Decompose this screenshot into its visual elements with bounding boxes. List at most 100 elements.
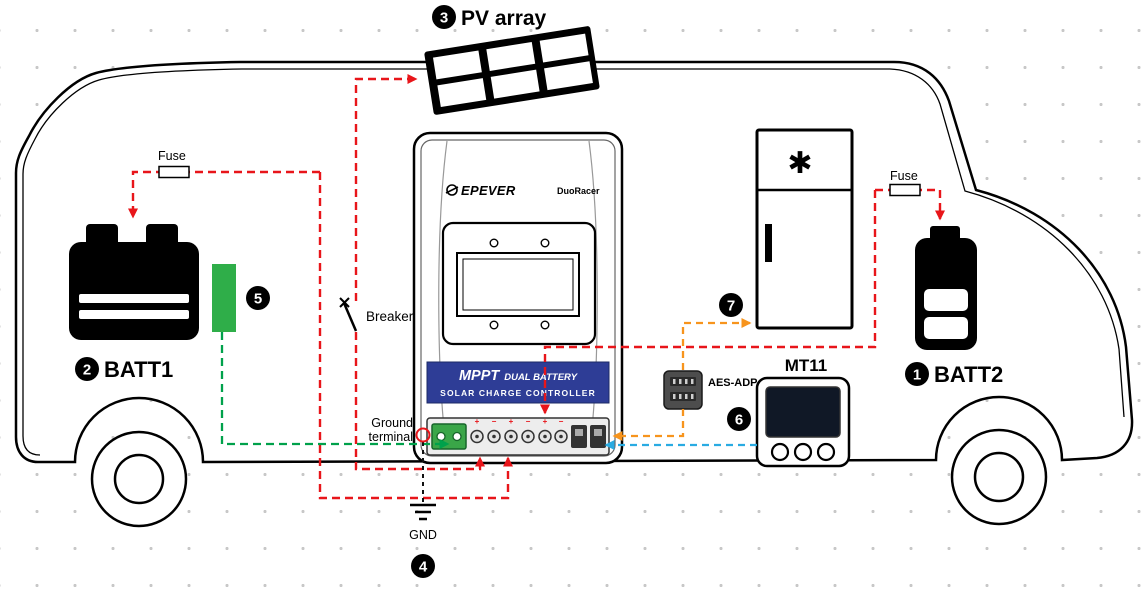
wire-pv-positive [354,74,418,301]
marker-2-circle [75,357,99,381]
terminal-strip [426,417,610,456]
terminal-screw-dot [492,434,496,439]
terminal-screw-dot [526,434,530,439]
battery1-icon: 2 BATT1 [69,224,199,382]
marker-4-number: 4 [419,559,428,576]
marker-1-number: 1 [913,367,921,384]
wire-batt2-to-battery [875,188,945,221]
wire-batt2-to-controller [540,190,877,415]
breaker-icon: Breaker [339,297,414,332]
epever-logo-swoosh [445,186,459,194]
terminal-screw-dot [559,434,563,439]
terminal-screw-dot [543,434,547,439]
battery1-stripe [79,294,189,303]
rj45-port-slot [594,429,602,436]
controller-brand: EPEVER [461,183,516,198]
mt11-label: MT11 [785,356,828,375]
mppt-band-subtitle: SOLAR CHARGE CONTROLLER [440,388,596,398]
marker-6-number: 6 [735,412,743,429]
lcd-screw [489,238,499,248]
aes-adp-label: AES-ADP [708,377,758,389]
aes-adp-pin [673,394,676,399]
fuse-right: Fuse [889,169,921,197]
fridge-body [755,128,854,330]
marker-1-circle [905,362,929,386]
battery1-label: BATT1 [104,357,173,382]
epever-logo-mark [446,184,458,196]
mt11-button [793,442,813,462]
aes-adp-body [663,370,703,410]
aes-adp-pin [679,379,682,384]
marker-6: 6 [727,407,751,431]
pv-cell [539,33,589,63]
terminal-block-hole [436,431,446,442]
fuse-right-label: Fuse [890,169,918,183]
breaker-label: Breaker [366,309,414,324]
aes-adp-module: AES-ADP [663,370,758,410]
snowflake-icon: ✱ [787,147,812,180]
ground-terminal-ring [415,427,431,443]
marker-3-circle [432,5,456,29]
controller-inner-border [420,139,616,457]
terminal-polarity-mark: + [509,417,514,426]
wire-pv-to-controller [354,332,485,471]
breaker-lever [342,302,358,332]
mt11-button [770,442,790,462]
relay-body [212,264,236,332]
pv-cell [432,50,482,80]
marker-7-circle [719,293,743,317]
terminal-block-hole [452,431,462,442]
mppt-band [426,361,610,404]
marker-7-number: 7 [727,298,735,315]
marker-3-number: 3 [440,10,448,27]
pv-cell [486,42,536,71]
rj45-port [590,425,606,448]
wire-batt1-to-controller [318,172,513,500]
mt11-screen [765,386,841,438]
battery1-body [69,242,199,340]
aes-adp-pin [685,394,688,399]
fuse-right-body [889,183,921,197]
fridge-handle [765,224,772,262]
fridge-icon: ✱ [755,128,854,330]
wire-adapter-to-controller [612,409,685,441]
mt11-device: MT11 [755,356,851,468]
terminal-polarity-mark: − [492,417,497,426]
relay-block: 5 [212,264,270,332]
wheel-left-hub [113,453,165,505]
pv-array-icon [424,26,600,115]
pv-array-label: PV array [461,7,547,30]
fuse-left-label: Fuse [158,149,186,163]
battery2-label: BATT2 [934,362,1003,387]
wire-relay-ground [220,332,450,449]
terminal-polarity-mark: − [526,417,531,426]
battery1-terminal [86,224,118,246]
marker-6-circle [727,407,751,431]
battery2-cap [930,226,960,241]
aes-adp-pin [685,379,688,384]
battery2-window [924,317,968,339]
lcd-screw [540,238,550,248]
ground-label-line2: terminal [369,430,413,444]
battery1-terminal [146,224,178,246]
battery1-stripe [79,310,189,319]
aes-adp-pin [691,394,694,399]
marker-4-circle [411,554,435,578]
marker-2-number: 2 [83,362,91,379]
rj45-port [571,425,587,448]
terminal-screw-dot [475,434,479,439]
lcd-screw [540,320,550,330]
battery2-icon: 1 BATT2 [905,226,1003,387]
lcd-screw [489,320,499,330]
fuse-left: Fuse [158,149,190,179]
pv-array-title: 3 PV array [432,5,547,30]
wires [128,74,945,504]
pv-cell [437,78,487,108]
wire-adapter-to-fridge [681,318,752,370]
aes-adp-slot [670,392,696,401]
pv-cell [544,61,593,91]
marker-7: 7 [719,293,743,317]
